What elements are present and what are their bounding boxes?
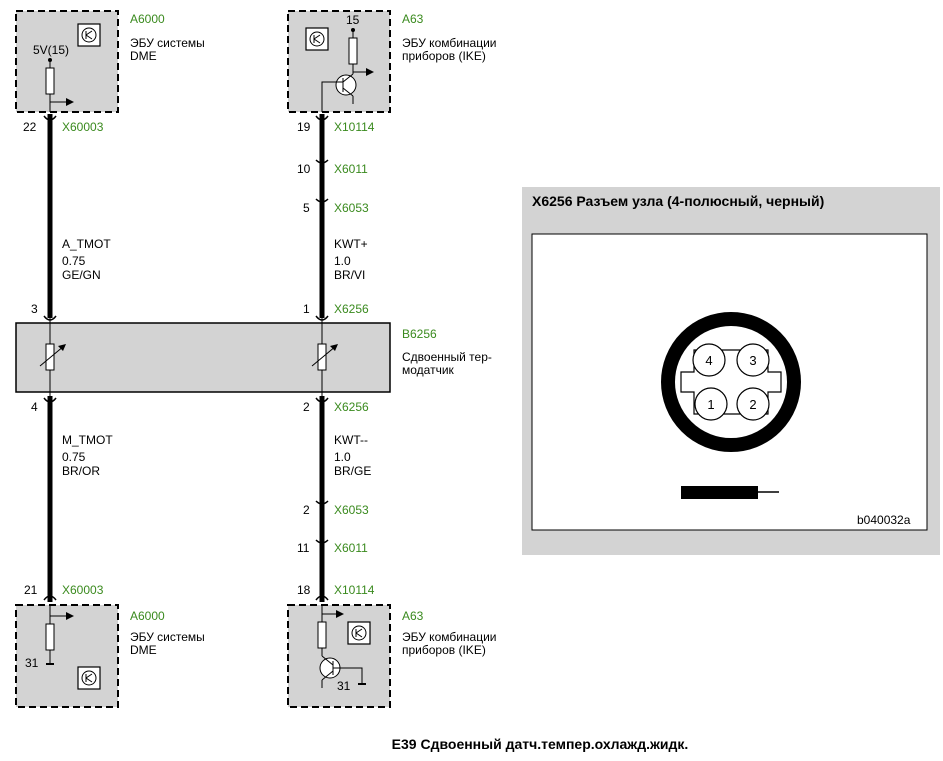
module-id: A63 [402,12,424,26]
wire-color: BR/GE [334,464,371,478]
pin-label: 1 [707,397,714,412]
wire-signal: KWT+ [334,237,368,251]
wire-gauge: 0.75 [62,254,86,268]
resistor-icon [317,621,327,649]
module-name: ЭБУ системы [130,630,205,644]
arrow-right-icon [66,98,74,106]
connector-id: X10114 [334,583,375,597]
connector-id: X6256 [334,302,369,316]
wire-signal: A_TMOT [62,237,111,251]
pin-label: 3 [749,353,756,368]
connector-side-view [681,486,758,499]
module-name: DME [130,643,157,657]
connector-id: X60003 [62,583,104,597]
pin-number: 10 [297,162,311,176]
pin-number: 2 [303,503,310,517]
arrow-right-icon [336,610,344,618]
module-id: A6000 [130,609,165,623]
thermistor-icon [317,343,327,371]
ecu-icon [77,666,101,690]
module-id: A6000 [130,12,165,26]
connector-face: 4 3 1 2 [661,312,801,452]
connector-panel-title: X6256 Разъем узла (4-полюсный, черный) [532,193,824,209]
module-name: ЭБУ системы [130,36,205,50]
dme-supply-label: 5V(15) [33,43,69,57]
wire-color: GE/GN [62,268,101,282]
pin-number: 21 [24,583,38,597]
module-dme-top: 5V(15) [15,10,119,113]
figure-id: b040032a [857,513,911,527]
arrow-right-icon [66,612,74,620]
pin-number: 4 [31,400,38,414]
pin-number: 3 [31,302,38,316]
pin-number: 22 [23,120,37,134]
module-name: ЭБУ комбинации [402,630,497,644]
connector-id: X10114 [334,120,375,134]
ground-label: 31 [25,656,39,670]
diagram-caption: E39 Сдвоенный датч.темпер.охлажд.жидк. [392,736,689,752]
ground-label: 31 [337,679,351,693]
pin-number: 19 [297,120,311,134]
sensor-id: B6256 [402,327,437,341]
sensor-name: Сдвоенный тер- [402,350,492,364]
module-name: ЭБУ комбинации [402,36,497,50]
module-ike-top: 15 [287,10,391,113]
pullup-resistor [348,37,358,65]
wire-gauge: 1.0 [334,254,351,268]
pin-number: 11 [297,541,310,555]
pin-number: 18 [297,583,311,597]
module-name: приборов (IKE) [402,643,486,657]
connector-id: X6053 [334,201,369,215]
pin-socket [694,387,728,421]
connector-id: X6011 [334,541,368,555]
module-id: A63 [402,609,424,623]
module-name: DME [130,49,157,63]
ecu-icon [305,27,329,51]
thermistor-icon [45,343,55,371]
wire-signal: KWT-- [334,433,368,447]
pin-label: 4 [705,353,712,368]
connector-id: X6256 [334,400,369,414]
transistor-icon [335,74,357,96]
wire-color: BR/OR [62,464,100,478]
pin-socket [736,343,770,377]
arrow-right-icon [366,68,374,76]
pin-socket [736,387,770,421]
sensor-name: модатчик [402,363,455,377]
wires [47,114,325,602]
connector-id: X60003 [62,120,104,134]
pin-socket [692,343,726,377]
sensor-b6256 [15,318,391,396]
pullup-resistor [45,67,55,95]
connector-id: X6053 [334,503,369,517]
connector-panel: X6256 Разъем узла (4-полюсный, черный) 4… [522,187,940,555]
pin-number: 5 [303,201,310,215]
pin-label: 2 [749,397,756,412]
module-name: приборов (IKE) [402,49,486,63]
ecu-icon [77,23,101,47]
wire-signal: M_TMOT [62,433,113,447]
pin-number: 2 [303,400,310,414]
wire-gauge: 1.0 [334,450,351,464]
ike-supply-label: 15 [346,13,360,27]
pin-number: 1 [303,302,310,316]
module-dme-bottom: 31 [15,604,119,708]
module-ike-bottom: 31 [287,604,391,708]
connector-id: X6011 [334,162,368,176]
wire-color: BR/VI [334,268,365,282]
ecu-icon [347,621,371,645]
resistor-icon [45,623,55,651]
wire-gauge: 0.75 [62,450,86,464]
